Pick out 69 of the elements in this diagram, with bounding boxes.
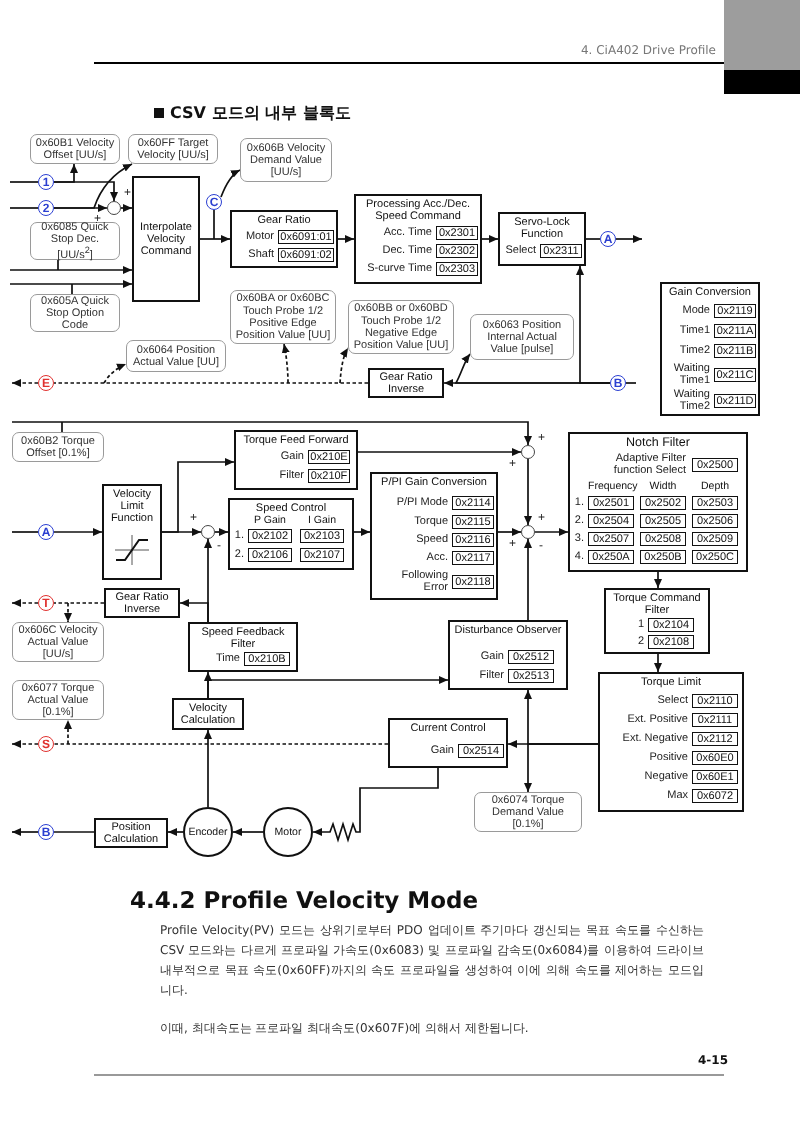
dashed-arrow [281, 343, 290, 384]
dashed-arrow [11, 379, 39, 387]
arrow [353, 528, 371, 536]
arrow [214, 528, 229, 536]
dashed-arrow [339, 347, 349, 384]
function-block [568, 432, 748, 572]
arrow [179, 599, 209, 623]
line [213, 209, 215, 240]
function-block [188, 622, 298, 672]
arrow [167, 828, 184, 836]
summing-junction [521, 445, 535, 459]
function-block [230, 210, 338, 268]
function-block [660, 282, 760, 416]
dashed-arrow [64, 602, 72, 623]
arrow [357, 448, 522, 456]
arrow [161, 458, 235, 533]
function-block [448, 620, 568, 690]
arrow [524, 458, 532, 526]
arrow [232, 828, 264, 836]
dashed-arrow [11, 740, 39, 748]
function-block [598, 672, 744, 812]
arrow [11, 421, 532, 446]
arrow [534, 528, 569, 536]
function-block [354, 194, 482, 284]
function-block [370, 472, 498, 600]
function-block [498, 212, 586, 266]
dashed-line [53, 382, 369, 384]
function-block [234, 430, 358, 490]
arrow [337, 235, 355, 243]
dashed-arrow [103, 363, 127, 384]
arrow [9, 280, 133, 295]
line [9, 181, 39, 183]
line [9, 207, 39, 209]
arrow [204, 729, 212, 808]
arrow [455, 353, 611, 384]
arrow [9, 259, 133, 274]
arrow [53, 181, 118, 202]
dashed-arrow [11, 599, 39, 607]
arrow [524, 538, 532, 621]
arrow [53, 528, 103, 536]
arrow [11, 828, 39, 836]
dashed-arrow [64, 719, 72, 745]
function-block [228, 498, 354, 570]
arrow [199, 235, 231, 243]
arrow [53, 204, 108, 212]
function-block [102, 484, 162, 580]
line [11, 531, 39, 533]
arrow [207, 676, 449, 699]
function-block [388, 718, 508, 768]
arrow [654, 653, 662, 673]
arrow [312, 767, 439, 843]
arrow [524, 743, 599, 793]
diagram-title: CSV 모드의 내부 블록도 [170, 101, 351, 123]
summing-junction [521, 525, 535, 539]
arrow [615, 235, 643, 243]
arrow [220, 169, 241, 198]
dashed-line [53, 602, 105, 604]
arrow [497, 528, 522, 536]
summing-junction [201, 525, 215, 539]
line [53, 831, 95, 833]
summing-junction [107, 201, 121, 215]
line [625, 382, 637, 384]
arrow [481, 235, 499, 243]
line [585, 238, 601, 240]
dashed-line [53, 743, 389, 745]
section-heading: 4.4.2 Profile Velocity Mode [130, 886, 479, 914]
arrow [654, 571, 662, 589]
function-block [604, 588, 710, 654]
arrow [120, 204, 133, 212]
